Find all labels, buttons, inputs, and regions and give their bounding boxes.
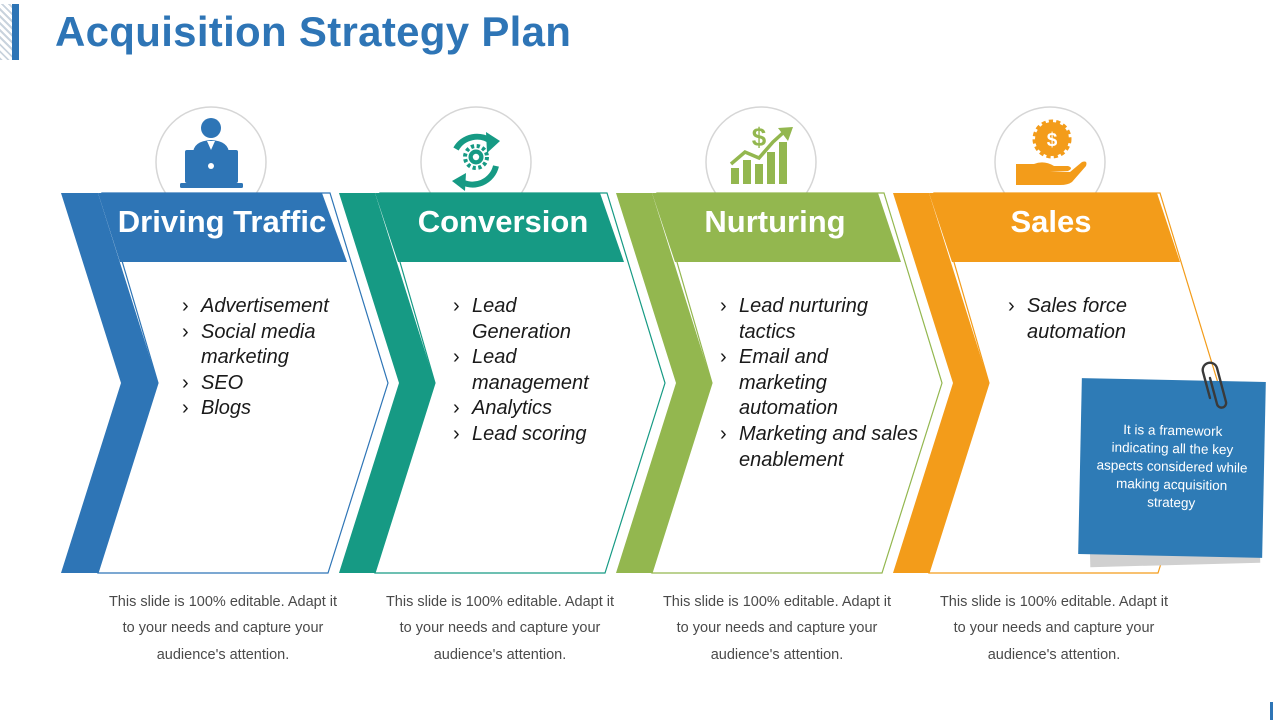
list-item: Lead management xyxy=(453,345,603,396)
header-band-4 xyxy=(929,193,1180,262)
stage-list-nurturing: Lead nurturing tactics Email and marketi… xyxy=(720,294,920,473)
header-band-2 xyxy=(375,193,624,262)
stage-footer-conversion: This slide is 100% editable. Adapt it to… xyxy=(385,594,615,663)
chevron-4 xyxy=(893,193,989,573)
sticky-note-text: It is a framework indicating all the key… xyxy=(1096,421,1248,511)
list-item: Advertisement xyxy=(182,294,347,320)
list-item: Social media marketing xyxy=(182,320,347,371)
stage-title-nurturing: Nurturing xyxy=(704,204,846,239)
dollar-growth-chart-icon: $ xyxy=(729,122,793,184)
stage-footer-sales: This slide is 100% editable. Adapt it to… xyxy=(939,594,1169,663)
stage-title-sales: Sales xyxy=(1010,204,1092,239)
stage-list-driving-traffic: Advertisement Social media marketing SEO… xyxy=(182,294,347,422)
gear-refresh-icon xyxy=(452,132,500,191)
list-item: Lead scoring xyxy=(453,422,603,448)
stage-footer-nurturing: This slide is 100% editable. Adapt it to… xyxy=(662,594,892,663)
chevron-2 xyxy=(339,193,435,573)
stage-footer-driving-traffic: This slide is 100% editable. Adapt it to… xyxy=(108,594,338,663)
stage-list-conversion: Lead Generation Lead management Analytic… xyxy=(453,294,603,448)
svg-text:$: $ xyxy=(752,122,767,152)
person-laptop-icon xyxy=(180,118,243,188)
title-accent-bar xyxy=(12,4,19,60)
list-item: Lead Generation xyxy=(453,294,603,345)
list-item: Lead nurturing tactics xyxy=(720,294,920,345)
list-item: Email and marketing automation xyxy=(720,345,920,422)
svg-text:$: $ xyxy=(1047,130,1058,151)
chevron-1 xyxy=(61,193,158,573)
slide-title: Acquisition Strategy Plan xyxy=(55,8,572,55)
header-band-1 xyxy=(98,193,347,262)
list-item: Sales force automation xyxy=(1008,294,1153,345)
list-item: Marketing and sales enablement xyxy=(720,422,920,473)
list-item: Blogs xyxy=(182,396,347,422)
stage-list-sales: Sales force automation xyxy=(1008,294,1153,345)
list-item: SEO xyxy=(182,371,347,397)
stage-title-conversion: Conversion xyxy=(417,204,589,239)
chevron-3 xyxy=(616,193,712,573)
paperclip-icon xyxy=(1201,361,1228,409)
dollar-hand-icon: $ xyxy=(1016,119,1087,185)
list-item: Analytics xyxy=(453,396,603,422)
stage-title-driving-traffic: Driving Traffic xyxy=(117,204,327,239)
corner-accent-mark xyxy=(1270,702,1273,720)
header-band-3 xyxy=(652,193,901,262)
